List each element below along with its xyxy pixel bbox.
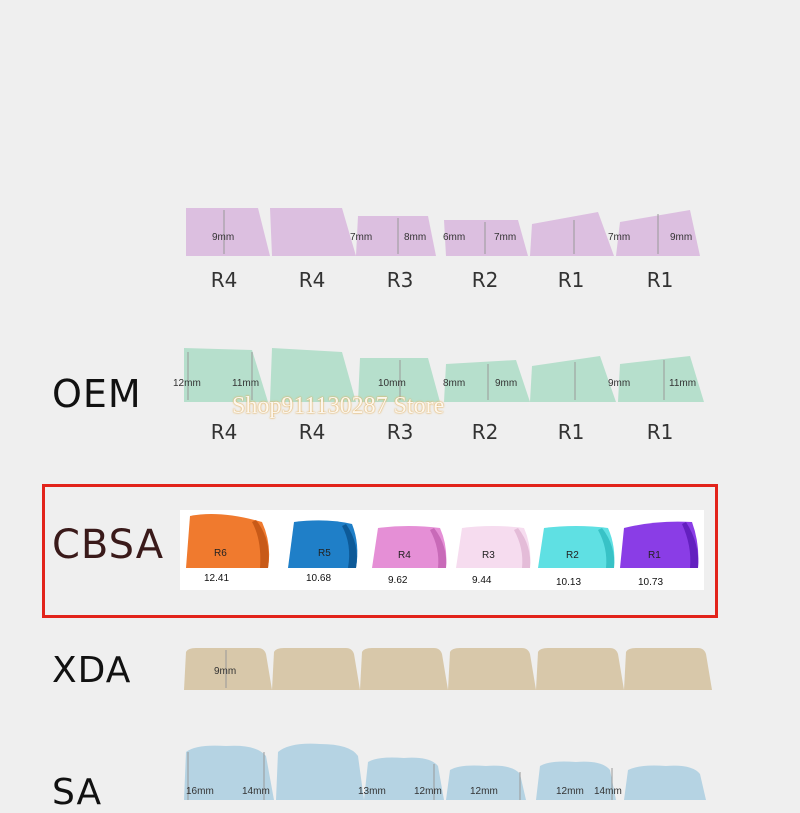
cbsa-keycap-r4 <box>372 526 447 568</box>
cbsa-keycap-r5-side <box>342 524 357 568</box>
xda-keycap-1 <box>184 648 272 690</box>
oem-row-label-r1: R1 <box>557 420 585 444</box>
profile-label-sa: SA <box>52 772 103 813</box>
keycap-r1-a <box>530 212 614 256</box>
profile-label-xda: XDA <box>52 650 132 691</box>
dim-label: 12mm <box>173 378 201 389</box>
row-label-r3: R3 <box>386 268 414 292</box>
cbsa-keycap-r4-side <box>430 528 447 568</box>
xda-keycap-4 <box>448 648 536 690</box>
oem-keycap-r1-b <box>618 356 704 402</box>
oem-row-label-r2: R2 <box>471 420 499 444</box>
keycap-r2 <box>444 220 528 256</box>
dim-label: 16mm <box>186 786 214 797</box>
dim-label: 14mm <box>594 786 622 797</box>
cbsa-height-value: 9.44 <box>472 575 492 586</box>
dim-label: 10mm <box>378 378 406 389</box>
cbsa-cap-label: R5 <box>318 548 331 559</box>
dim-label: 13mm <box>358 786 386 797</box>
sa-row-caps <box>184 743 706 800</box>
row-label-r2: R2 <box>471 268 499 292</box>
row-label-r1: R1 <box>646 268 674 292</box>
dim-label: 9mm <box>212 232 235 243</box>
cbsa-height-value: 10.68 <box>306 573 332 584</box>
cbsa-highlight-box <box>42 484 718 618</box>
oem-keycap-r1-a <box>530 356 616 402</box>
dim-label: 6mm <box>443 232 466 243</box>
xda-keycap-3 <box>360 648 448 690</box>
dim-label: 7mm <box>608 232 631 243</box>
cbsa-height-value: 10.73 <box>638 577 664 588</box>
cbsa-cap-label: R4 <box>398 550 411 561</box>
oem-keycap-r2 <box>444 360 530 402</box>
dim-label: 9mm <box>495 378 518 389</box>
sa-keycap-1 <box>184 745 274 800</box>
sa-keycap-3 <box>364 757 444 800</box>
oem-row-label-r4: R4 <box>298 420 326 444</box>
keycap-r4-a <box>186 208 270 256</box>
keycap-r3 <box>356 216 436 256</box>
oem-keycap-r4-a <box>184 348 268 402</box>
keycap-r4-b <box>270 208 356 256</box>
dim-label: 9mm <box>608 378 631 389</box>
cbsa-height-value: 12.41 <box>204 573 230 584</box>
dim-label: 11mm <box>232 378 260 389</box>
xda-keycap-6 <box>624 648 712 690</box>
dim-label: 8mm <box>404 232 427 243</box>
dim-label: 9mm <box>670 232 693 243</box>
dim-label: 8mm <box>443 378 466 389</box>
dim-label: 11mm <box>669 378 697 389</box>
row-label-r1: R1 <box>557 268 585 292</box>
sa-keycap-2 <box>276 743 364 800</box>
cbsa-cap-label: R6 <box>214 548 227 559</box>
dim-label: 7mm <box>350 232 373 243</box>
sa-keycap-6 <box>624 765 706 800</box>
cbsa-cap-label: R2 <box>566 550 579 561</box>
dim-label: 12mm <box>556 786 584 797</box>
dim-label: 14mm <box>242 786 270 797</box>
profile-label-oem: OEM <box>52 372 142 416</box>
cbsa-cap-label: R3 <box>482 550 495 561</box>
dim-label: 12mm <box>414 786 442 797</box>
cbsa-height-value: 10.13 <box>556 577 582 588</box>
dim-label: 12mm <box>470 786 498 797</box>
cbsa-keycap-r2-side <box>598 528 615 568</box>
cbsa-keycap-r5 <box>288 520 358 568</box>
sa-keycap-5 <box>536 761 616 800</box>
cbsa-keycap-r1 <box>620 521 699 568</box>
cbsa-height-value: 9.62 <box>388 575 408 586</box>
profile-label-cbsa: CBSA <box>52 522 165 568</box>
xda-keycap-2 <box>272 648 360 690</box>
row-label-r4: R4 <box>210 268 238 292</box>
cbsa-keycap-r6-side <box>252 520 269 568</box>
oem-keycap-r3 <box>358 358 440 402</box>
sa-keycap-4 <box>446 765 526 800</box>
cbsa-keycap-r3 <box>456 526 531 568</box>
cbsa-keycap-r6 <box>186 514 270 568</box>
cbsa-cap-label: R1 <box>648 550 661 561</box>
xda-row-caps <box>184 648 712 690</box>
cbsa-keycap-r2 <box>538 526 615 568</box>
dim-label: 9mm <box>214 666 237 677</box>
store-watermark: Shop911130287 Store <box>232 393 445 419</box>
oem-row-label-r3: R3 <box>386 420 414 444</box>
oem-row-label-r1: R1 <box>646 420 674 444</box>
oem-keycap-r4-b <box>270 348 356 402</box>
oem-row-label-r4: R4 <box>210 420 238 444</box>
dim-label: 7mm <box>494 232 517 243</box>
cbsa-keycap-r3-side <box>514 528 531 568</box>
xda-keycap-5 <box>536 648 624 690</box>
cbsa-keycap-r1-side <box>682 522 699 568</box>
oem-row-caps <box>184 348 704 402</box>
row-label-r4: R4 <box>298 268 326 292</box>
